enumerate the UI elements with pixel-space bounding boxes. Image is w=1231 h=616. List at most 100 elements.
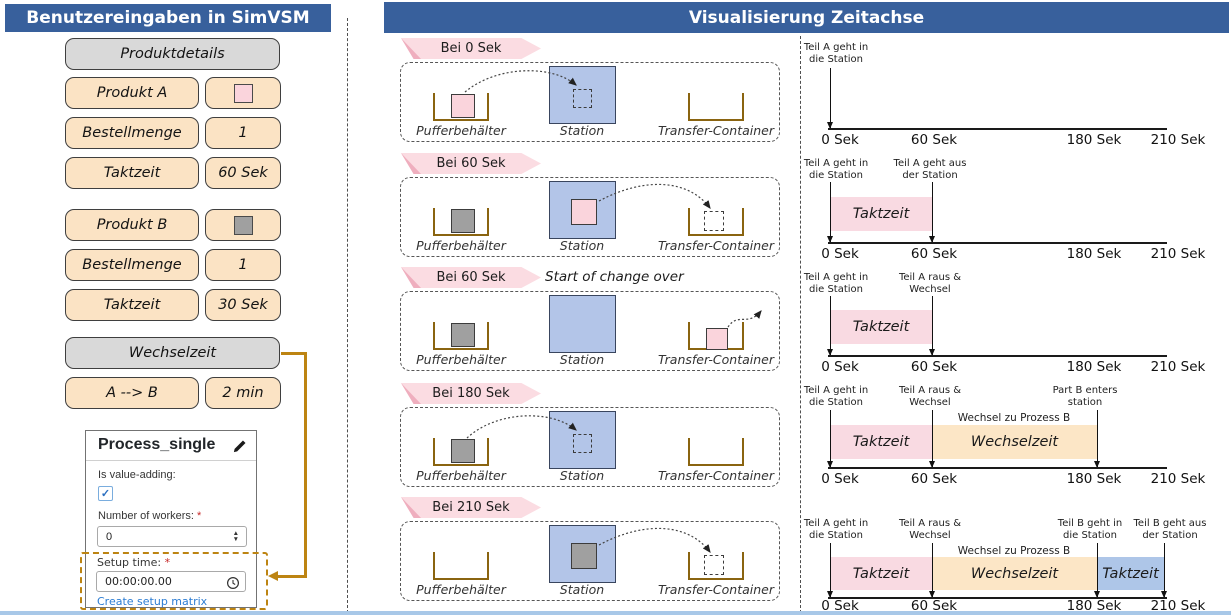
tick-60: 60 Sek (910, 359, 958, 375)
bestellmenge-a-value: 1 (205, 117, 281, 149)
wechselzeit-button: Wechselzeit (65, 337, 280, 369)
annotation-a-in: Teil A geht in die Station (803, 158, 869, 181)
banner-fold (401, 38, 421, 59)
taktzeit-box-label: Taktzeit (852, 434, 910, 450)
connector-bottom (277, 575, 307, 578)
annotation-b-in: Teil B geht in die Station (1057, 518, 1123, 541)
produkt-a-color-button (205, 77, 281, 109)
tick-180: 180 Sek (1066, 246, 1122, 262)
tick-0: 0 Sek (821, 471, 859, 487)
produkt-a-label: Produkt A (96, 85, 168, 101)
bottom-edge-bar (0, 611, 1231, 615)
workers-input[interactable]: 0 ▲ ▼ (97, 526, 247, 547)
transfer-label: Transfer-Container (657, 352, 775, 367)
taktzeit-box: Taktzeit (830, 425, 932, 459)
left-panel-title-text: Benutzereingaben in SimVSM (26, 8, 310, 28)
tick-210: 210 Sek (1150, 132, 1206, 148)
part-b-square (451, 323, 475, 347)
buffer-label: Pufferbehälter (416, 238, 506, 253)
workers-label-text: Number of workers: (98, 510, 194, 522)
buffer-label: Pufferbehälter (416, 582, 506, 597)
number-spinner[interactable]: ▲ ▼ (232, 530, 239, 543)
clock-icon[interactable] (226, 576, 240, 590)
banner-row-1: Bei 0 Sek (401, 38, 541, 59)
create-setup-matrix-link[interactable]: Create setup matrix (97, 595, 208, 608)
tick-180: 180 Sek (1066, 132, 1122, 148)
part-b-square (451, 209, 475, 233)
setup-label-text: Setup time: (97, 556, 162, 569)
move-arrow (598, 527, 711, 553)
tick-0: 0 Sek (821, 598, 859, 614)
transfer-container (688, 208, 744, 236)
station-target-placeholder (573, 434, 592, 453)
changeover-label: A --> B (106, 385, 158, 401)
tick-210: 210 Sek (1150, 598, 1206, 614)
annotation-a-change: Teil A raus & Wechsel (898, 272, 962, 295)
setup-time-input[interactable]: 00:00:00.00 (96, 571, 246, 592)
taktzeit-a-label: Taktzeit (103, 165, 161, 181)
event-arrow-60s (927, 182, 936, 243)
bestellmenge-a-button: Bestellmenge (65, 117, 199, 149)
value-adding-label: Is value-adding: (98, 469, 176, 481)
setup-required-asterisk: * (164, 556, 171, 569)
transfer-label: Transfer-Container (657, 238, 775, 253)
station-label: Station (559, 238, 605, 253)
tick-60: 60 Sek (910, 471, 958, 487)
part-b-square (571, 543, 597, 569)
taktzeit-b-value-text: 30 Sek (218, 297, 268, 313)
transfer-container (688, 93, 744, 121)
part-a-square (706, 328, 728, 350)
tick-60: 60 Sek (910, 132, 958, 148)
banner-row-3-text: Bei 60 Sek (436, 270, 506, 285)
changeover-value-text: 2 min (222, 385, 264, 401)
tick-180: 180 Sek (1066, 598, 1122, 614)
spinner-down-icon[interactable]: ▼ (232, 535, 239, 543)
station-label: Station (559, 352, 605, 367)
annotation-a-out: Teil A geht aus der Station (893, 158, 967, 181)
process-card-title: Process_single (98, 436, 216, 453)
event-arrow-210s (1159, 543, 1168, 598)
taktzeit-box-label: Taktzeit (852, 319, 910, 335)
spinner-up-icon[interactable]: ▲ (232, 530, 239, 537)
move-arrow (466, 415, 577, 439)
taktzeit-a-button: Taktzeit (65, 157, 199, 189)
taktzeit-a-value: 60 Sek (205, 157, 281, 189)
buffer-container (433, 438, 489, 466)
tick-60: 60 Sek (910, 598, 958, 614)
buffer-container (433, 322, 489, 350)
connector-arrowhead (268, 571, 278, 581)
banner-row-2-text: Bei 60 Sek (436, 156, 506, 171)
edit-pencil-icon[interactable] (232, 439, 248, 455)
buffer-container (433, 93, 489, 121)
time-axis-2 (828, 242, 1167, 244)
tick-60: 60 Sek (910, 246, 958, 262)
bestellmenge-a-value-text: 1 (238, 125, 248, 141)
visualization-title: Visualisierung Zeitachse (384, 2, 1229, 33)
taktzeit-b-label: Taktzeit (103, 297, 161, 313)
tick-210: 210 Sek (1150, 471, 1206, 487)
annotation-a-in: Teil A geht in die Station (803, 42, 869, 65)
event-arrow-0s (825, 543, 834, 598)
produkt-b-color-button (205, 209, 281, 241)
banner-row-3: Bei 60 Sek (401, 267, 541, 288)
taktzeit-b-box: Taktzeit (1097, 557, 1164, 590)
banner-row-2: Bei 60 Sek (401, 153, 541, 174)
tick-180: 180 Sek (1066, 359, 1122, 375)
move-out-arrow (727, 310, 762, 328)
produkt-a-color-swatch (233, 83, 253, 103)
annotation-b-enters: Part B enters station (1052, 385, 1118, 408)
wechsel-note: Wechsel zu Prozess B (957, 545, 1071, 557)
banner-row-1-text: Bei 0 Sek (440, 41, 502, 56)
event-arrow-0s (825, 410, 834, 468)
annotation-a-change: Teil A raus & Wechsel (898, 518, 962, 541)
setup-highlight-box (80, 552, 268, 610)
annotation-a-in: Teil A geht in die Station (803, 518, 869, 541)
value-adding-checkbox[interactable]: ✓ (98, 486, 113, 501)
banner-row-5: Bei 210 Sek (401, 497, 541, 518)
wechselzeit-box: Wechselzeit (932, 557, 1097, 590)
buffer-container (433, 552, 489, 580)
taktzeit-box-label: Taktzeit (852, 206, 910, 222)
buffer-label: Pufferbehälter (416, 352, 506, 367)
setup-label: Setup time: * (97, 556, 170, 569)
event-arrow-60s (927, 296, 936, 356)
